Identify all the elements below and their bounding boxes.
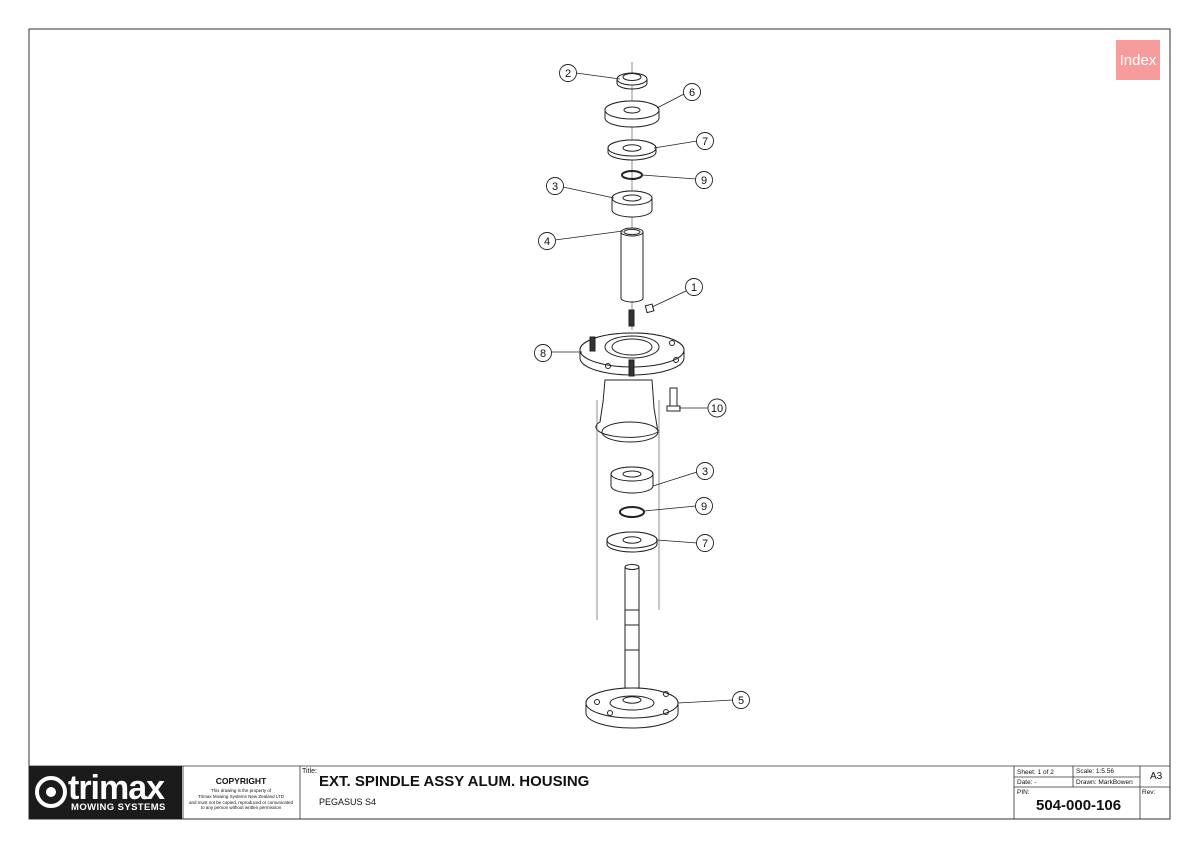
balloon-circles — [534, 64, 750, 709]
part-bearing-3-upper — [611, 190, 653, 218]
title-label: Title: — [302, 768, 317, 775]
balloon-6: 6 — [689, 87, 695, 99]
balloon-4: 4 — [544, 236, 550, 248]
part-number: 504-000-106 — [1036, 797, 1122, 814]
drawing-border — [28, 28, 1171, 820]
part-circlip-9-lower — [619, 506, 645, 518]
balloon-8: 8 — [540, 348, 546, 360]
logo-tagline: MOWING SYSTEMS — [71, 802, 166, 813]
exploded-assembly — [579, 62, 685, 729]
part-washer-7-upper — [607, 139, 657, 161]
copyright-text: This drawing is the property of Trimax M… — [183, 788, 299, 811]
sheet-size: A3 — [1150, 771, 1163, 782]
trimax-logo: trimax MOWING SYSTEMS — [29, 766, 182, 819]
copyright-line: Trimax Mowing Systems New Zealand LTD — [197, 793, 285, 799]
copyright-line: to any person without written permission — [200, 805, 282, 811]
balloon-3-upper: 3 — [552, 181, 558, 193]
part-grease-nipple-1 — [644, 303, 655, 314]
balloon-2: 2 — [565, 68, 571, 80]
part-bolt-10 — [666, 387, 681, 412]
balloon-7-lower: 7 — [702, 538, 708, 550]
balloon-5: 5 — [738, 695, 744, 707]
copyright-line: and must not be copied, reproduced or co… — [188, 799, 294, 805]
drawn-by: Drawn: MarkBowen — [1076, 779, 1133, 786]
sheet-number: Sheet: 1 of 2 — [1017, 769, 1054, 776]
balloon-9-lower: 9 — [701, 501, 707, 513]
copyright-heading: COPYRIGHT — [215, 776, 267, 786]
copyright-line: This drawing is the property of — [210, 788, 272, 793]
rev-label: Rev: — [1142, 789, 1156, 796]
part-spindle-5 — [585, 564, 679, 729]
balloon-1: 1 — [691, 282, 697, 294]
part-spacer-tube-4 — [620, 227, 644, 303]
drawing-title: EXT. SPINDLE ASSY ALUM. HOUSING — [319, 773, 590, 790]
part-bearing-3-lower — [610, 466, 654, 494]
date: Date: - — [1017, 779, 1037, 786]
part-housing-8 — [579, 309, 685, 443]
part-cap-6 — [604, 100, 660, 128]
balloon-9-upper: 9 — [701, 175, 707, 187]
logo-word: trimax — [68, 769, 165, 807]
leader-lines — [551, 72, 734, 704]
balloon-10: 10 — [711, 403, 723, 415]
index-button[interactable]: Index — [1116, 40, 1160, 80]
drawing-subtitle: PEGASUS S4 — [319, 797, 377, 807]
part-washer-7-lower — [606, 531, 658, 553]
title-block-frame — [29, 765, 1170, 819]
part-seal-2 — [616, 72, 648, 90]
balloon-7-upper: 7 — [702, 136, 708, 148]
logo-swirl-icon — [35, 776, 67, 808]
balloon-3-lower: 3 — [702, 466, 708, 478]
scale: Scale: 1:5.56 — [1076, 768, 1114, 775]
pin-label: PIN: — [1017, 789, 1030, 796]
